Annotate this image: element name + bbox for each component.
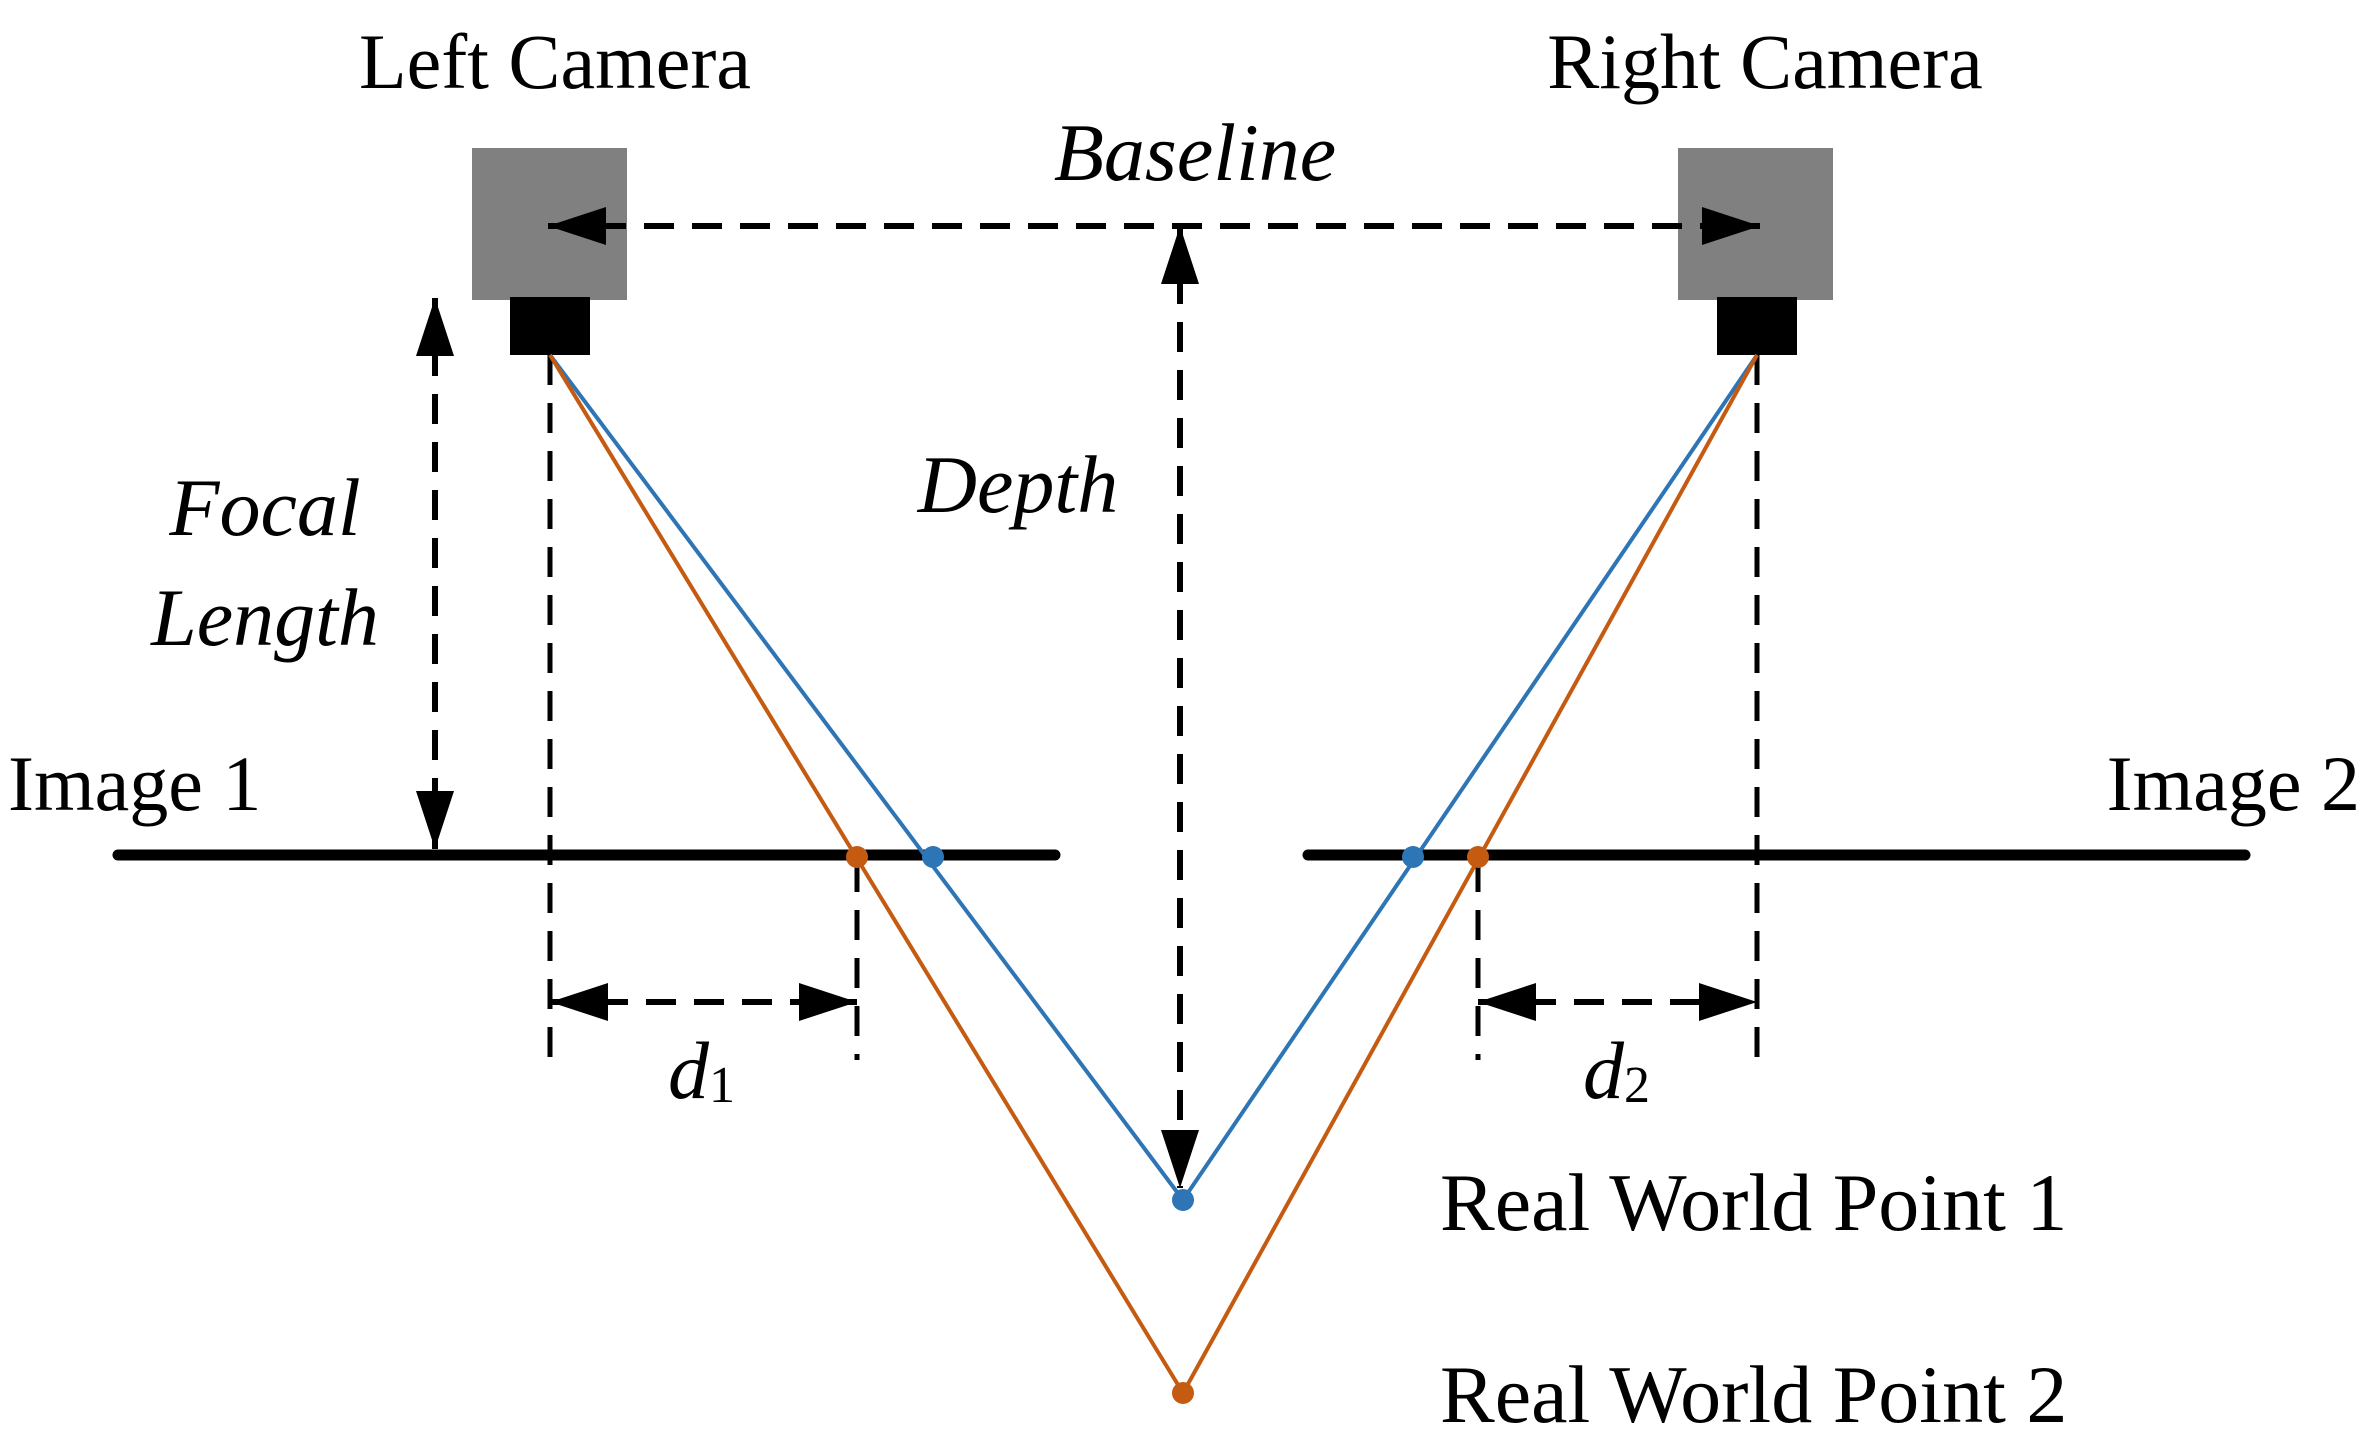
point2-rays [548,353,1759,1395]
d2-subscript: 2 [1624,1057,1650,1114]
point1-ray-right [1181,353,1759,1202]
focal-label-line2: Length [150,572,379,663]
left-camera-label: Left Camera [359,18,751,105]
point1-rays [548,353,1759,1202]
d2-letter: d [1583,1025,1625,1116]
dimension-arrows [416,207,1760,1188]
d1-label: d1 [668,1025,735,1116]
real-world-point-1-label: Real World Point 1 [1440,1157,2067,1248]
right-camera-label: Right Camera [1547,18,1982,105]
real-world-point-1 [1172,1189,1194,1211]
depth-label: Depth [917,439,1118,530]
point1-ray-left [548,353,1185,1202]
point2-image2-projection [1467,846,1489,868]
image1-label: Image 1 [8,740,261,827]
point1-image1-projection [922,846,944,868]
image2-label: Image 2 [2107,740,2360,827]
d1-subscript: 1 [709,1057,735,1114]
dashed-guides [547,355,1760,1060]
right-camera-lens [1717,297,1797,355]
focal-label-line1: Focal [168,462,360,553]
point2-ray-right [1181,354,1759,1394]
left-camera-lens [510,297,590,355]
point1-image2-projection [1402,846,1424,868]
real-world-point-2 [1172,1382,1194,1404]
d1-letter: d [668,1025,710,1116]
point2-ray-left [548,353,1185,1395]
real-world-point-2-label: Real World Point 2 [1440,1349,2067,1440]
baseline-label: Baseline [1054,107,1336,198]
d2-label: d2 [1583,1025,1650,1116]
point2-image1-projection [846,846,868,868]
